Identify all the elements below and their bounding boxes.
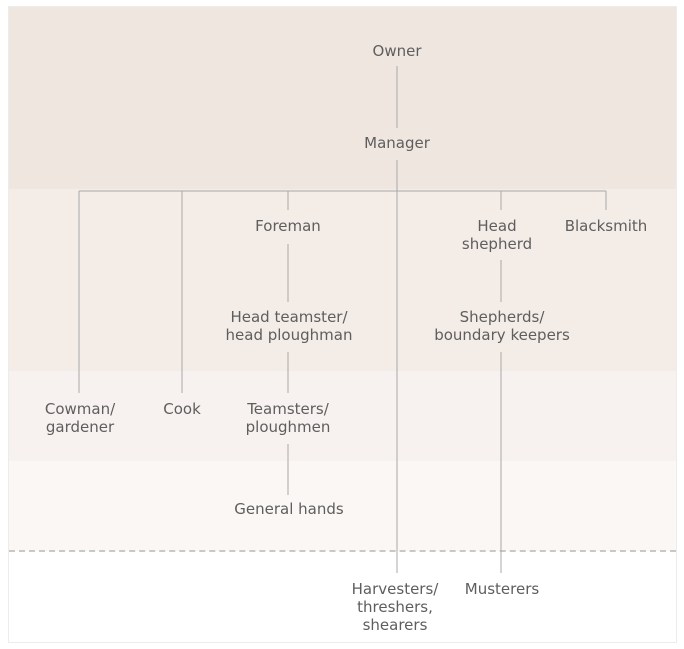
node-owner: Owner — [372, 42, 422, 60]
node-teamsters: Teamsters/ ploughmen — [245, 400, 331, 436]
node-head-shepherd: Head shepherd — [461, 217, 533, 253]
node-head-teamster: Head teamster/ head ploughman — [225, 308, 353, 344]
node-cook: Cook — [163, 400, 201, 418]
node-foreman: Foreman — [255, 217, 321, 235]
node-harvesters: Harvesters/ threshers, shearers — [351, 580, 439, 634]
node-blacksmith: Blacksmith — [564, 217, 648, 235]
node-manager: Manager — [364, 134, 430, 152]
tier-band-1 — [9, 7, 676, 189]
tier-band-2 — [9, 189, 676, 371]
node-cowman: Cowman/ gardener — [44, 400, 116, 436]
tier-band-4 — [9, 461, 676, 551]
tier-band-3 — [9, 371, 676, 461]
node-shepherds: Shepherds/ boundary keepers — [434, 308, 570, 344]
seasonal-divider — [9, 550, 676, 552]
node-musterers: Musterers — [464, 580, 540, 598]
node-general-hands: General hands — [234, 500, 344, 518]
tier-band-5 — [9, 551, 676, 642]
